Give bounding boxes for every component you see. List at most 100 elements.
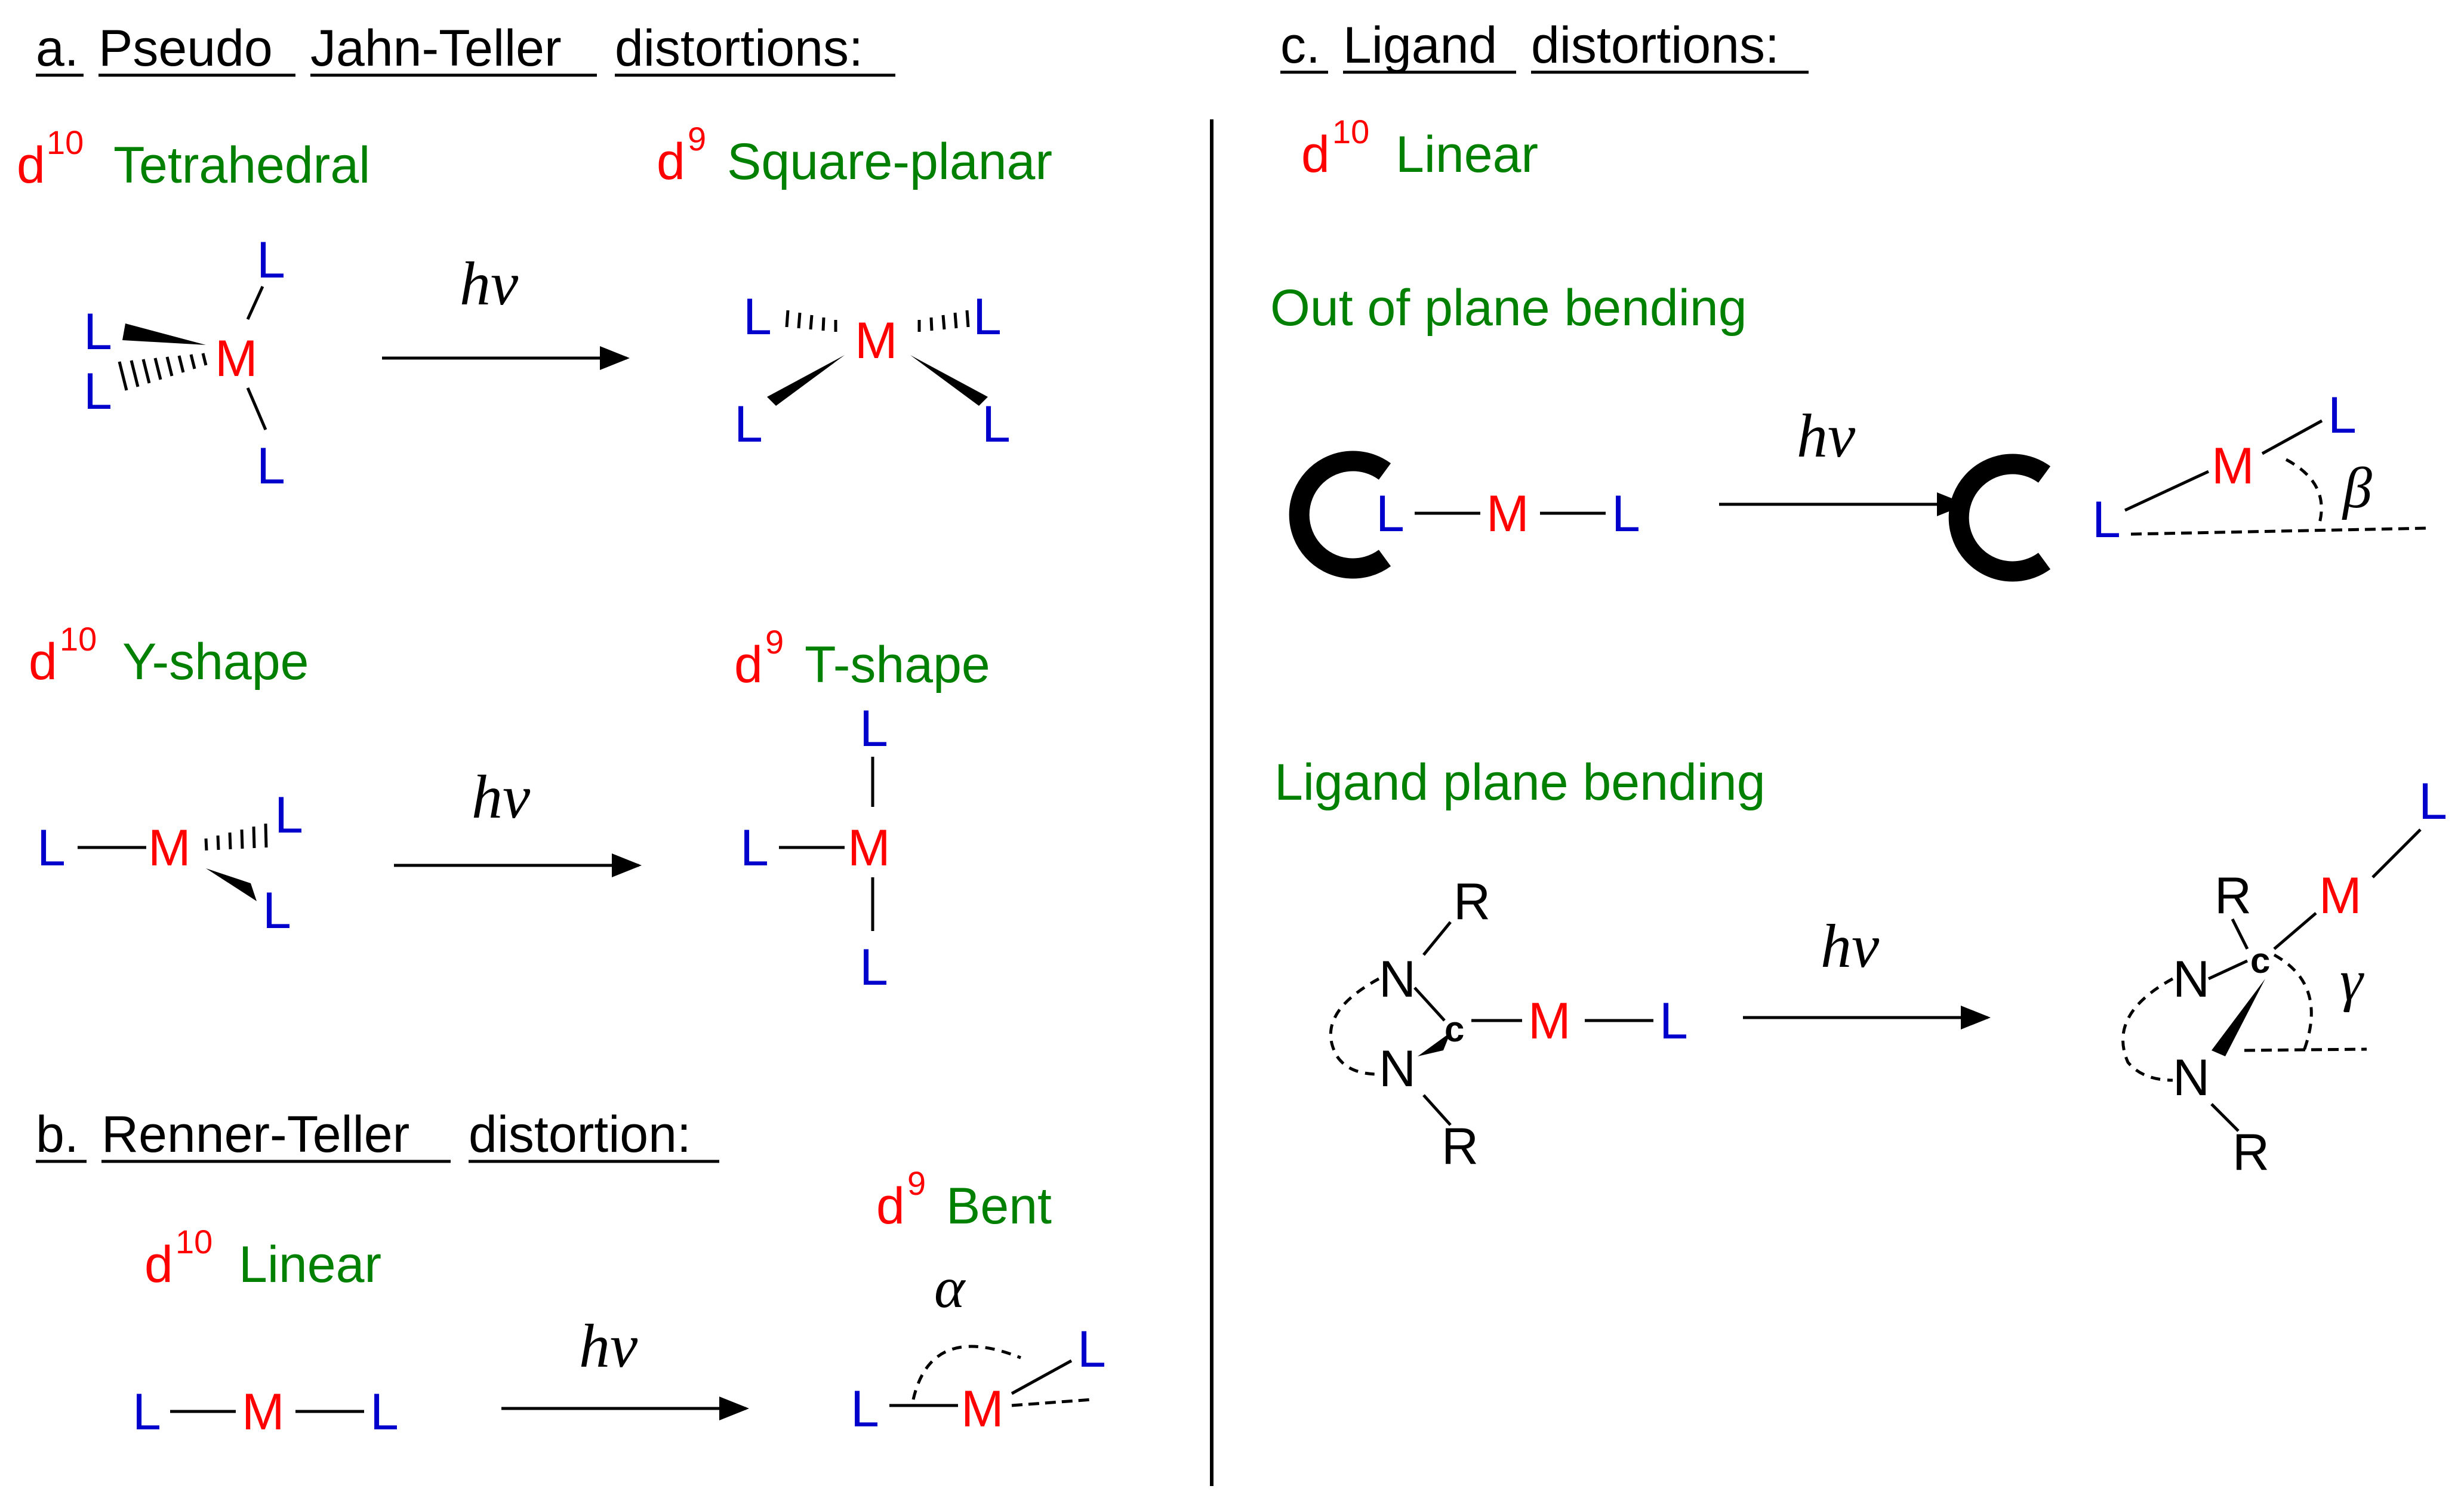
bond-line [246, 387, 267, 430]
diagram-label: R [2232, 1124, 2269, 1181]
diagram-label: Square-planar [727, 133, 1052, 190]
diagram-label: R [1453, 873, 1490, 930]
arrow-ligand-plane: hν [1743, 912, 1991, 1029]
diagram-label: L [1077, 1321, 1106, 1378]
diagram-label: M [1486, 485, 1529, 542]
diagram-label: L [1612, 485, 1640, 542]
diagram-label: 10 [175, 1223, 212, 1260]
diagram-label: L [257, 437, 285, 495]
diagram-label: L [133, 1383, 161, 1441]
diagram-label: Linear [239, 1236, 381, 1293]
bond-line [1422, 921, 1452, 956]
diagram-label: Renner-Teller [101, 1106, 409, 1163]
bond-line [1011, 1359, 1073, 1395]
diagram-label: L [37, 819, 66, 877]
diagram-label: 10 [47, 124, 84, 161]
molecule-ligand-plane-linear: R N N R c M L [1329, 873, 1688, 1175]
bond-line [1329, 977, 1380, 1076]
diagram-label: Y-shape [122, 633, 309, 691]
diagram-label: L [973, 288, 1002, 346]
diagram-label: L [1659, 992, 1688, 1050]
heading-a-part-1: a. [36, 20, 79, 77]
diagram-label: L [734, 396, 763, 453]
diagram-label: M [855, 312, 898, 369]
bond-line [1422, 1094, 1452, 1126]
heading-a-part-3: Jahn-Teller [310, 20, 562, 77]
wedge-bond [910, 355, 988, 406]
bond-line [2273, 912, 2317, 950]
diagram-label: L [2419, 773, 2447, 830]
label-d9-square-planar: d 9 Square-planar [657, 120, 1052, 190]
wedge-bond [767, 355, 845, 406]
bond-line [2207, 959, 2249, 981]
arrow-out-of-plane: hν [1719, 402, 1967, 516]
section-c-heading: c. Ligand distortions: [1280, 17, 1809, 74]
diagram-label: 9 [765, 623, 784, 661]
label-d10-linear-b: d 10 Linear [144, 1223, 381, 1293]
diagram-label: M [2212, 437, 2254, 495]
diagram-label: L [257, 232, 285, 289]
diagram-label: L [743, 288, 772, 346]
diagram-label: M [961, 1380, 1004, 1438]
diagram-label: N [2173, 951, 2210, 1008]
bond-line [189, 354, 196, 369]
bond-line [201, 353, 208, 366]
diagram-label: L [2328, 387, 2357, 444]
bond-line [965, 310, 970, 328]
bond-line [2371, 828, 2422, 878]
diagram-label: c [1444, 1009, 1464, 1049]
diagram-label: L [2092, 491, 2121, 548]
bond-line [1011, 1398, 1093, 1407]
diagram-label: L [1376, 485, 1405, 542]
diagram-label: 10 [60, 620, 97, 658]
bond-line [2121, 977, 2174, 1082]
bond-line [821, 317, 826, 331]
molecule-y-shape: L M L L [37, 787, 303, 939]
bond-line [1948, 454, 2051, 582]
diagram-label: hν [579, 1312, 638, 1380]
diagram-label: M [2319, 867, 2362, 924]
molecule-out-of-plane-bent: L M L β [1948, 387, 2427, 582]
diagram-label: b. [36, 1106, 79, 1163]
bond-line [2273, 953, 2313, 1051]
diagram-label: L [740, 819, 769, 877]
diagram-label: L [851, 1380, 879, 1438]
arrow-y-to-t: hν [394, 763, 642, 877]
diagram-label: N [2173, 1049, 2210, 1106]
section-a-heading: a. Pseudo Jahn-Teller distortions: [36, 20, 895, 77]
diagram-label: d [734, 636, 763, 693]
bond-line [130, 360, 140, 387]
heading-a-part-2: Pseudo [98, 20, 273, 77]
wedge-bond [206, 868, 257, 901]
diagram-label: 10 [1332, 113, 1369, 150]
bond-line [797, 312, 802, 329]
label-d9-t-shape: d 9 T-shape [734, 623, 990, 693]
label-d10-linear-c: d 10 Linear [1301, 113, 1538, 183]
diagram-label: R [1442, 1118, 1479, 1175]
diagram-label: L [275, 787, 303, 844]
bond-line [1413, 987, 1446, 1022]
bond-line [2285, 458, 2323, 526]
diagram-label: Linear [1396, 126, 1538, 183]
bond-line [204, 838, 208, 851]
bond-line [809, 315, 814, 330]
bond-line [929, 317, 934, 331]
bond-line [2210, 1103, 2240, 1132]
diagram-label: 9 [907, 1164, 926, 1202]
bond-line [785, 310, 790, 328]
section-b-heading: b. Renner-Teller distortion: [36, 1106, 719, 1163]
angle-beta: β [2342, 456, 2372, 520]
bond-line [953, 312, 958, 329]
diagram-label: L [982, 396, 1011, 453]
diagram-label: d [29, 633, 57, 691]
diagram-label: L [860, 700, 888, 757]
label-d10-tetrahedral: d 10 Tetrahedral [17, 124, 370, 194]
diagram-label: distortions: [1531, 17, 1779, 74]
diagram-label: c [2250, 941, 2270, 981]
diagram-label: L [84, 363, 112, 420]
diagram-label: M [1528, 992, 1571, 1050]
angle-alpha: α [934, 1256, 966, 1320]
label-d9-bent: d 9 Bent [876, 1164, 1052, 1235]
molecule-ligand-plane-bent: R N N R c M L γ [2121, 773, 2447, 1181]
